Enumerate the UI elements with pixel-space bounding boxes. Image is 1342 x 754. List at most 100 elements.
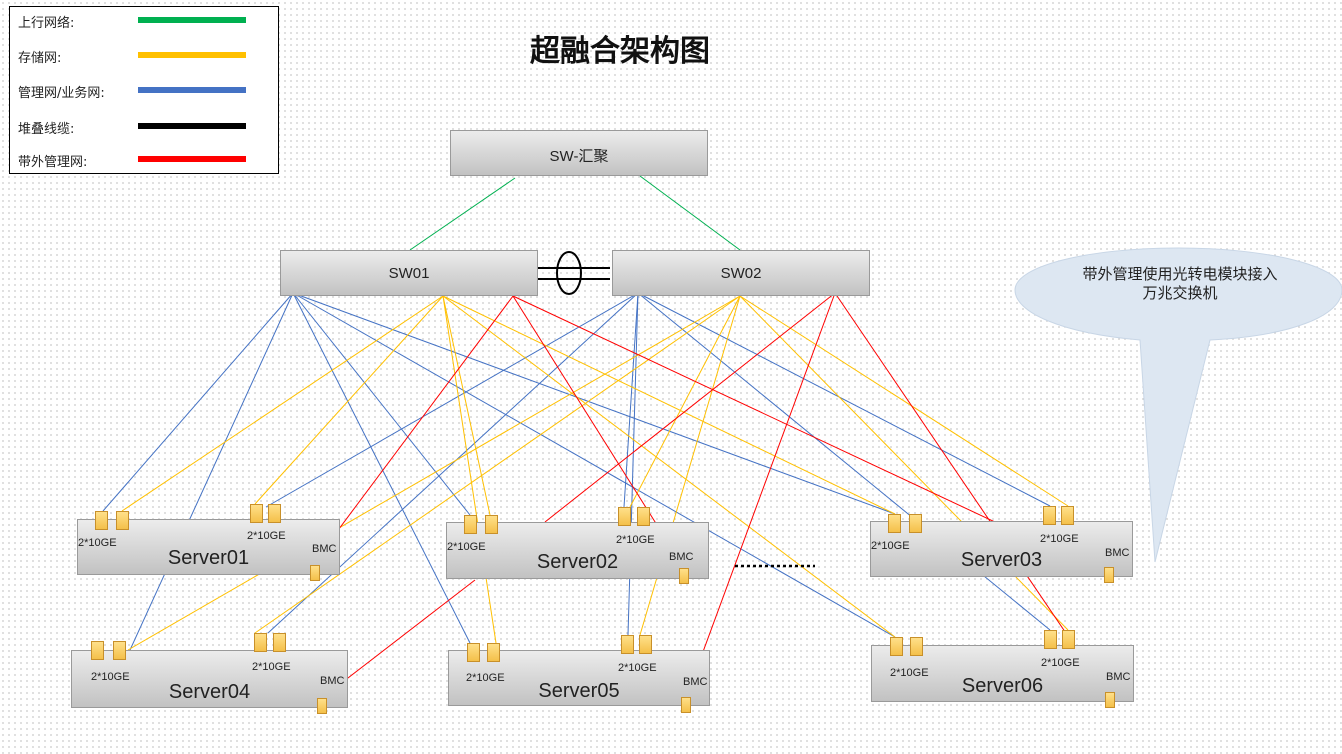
- legend-swatch: [138, 17, 246, 23]
- bmc-port: [1104, 567, 1114, 583]
- management-link: [267, 292, 639, 634]
- oob-link: [544, 292, 836, 523]
- legend-swatch: [138, 52, 246, 58]
- storage-link: [442, 295, 896, 638]
- nic-label: 2*10GE: [618, 662, 657, 674]
- nic-port: [116, 511, 129, 530]
- switch-label: SW-汇聚: [549, 148, 609, 165]
- server-label: Server01: [167, 547, 250, 569]
- nic-port: [250, 504, 263, 523]
- bmc-port: [681, 697, 691, 713]
- storage-link: [629, 295, 741, 508]
- bmc-label: BMC: [1106, 671, 1131, 683]
- nic-port: [621, 635, 634, 654]
- storage-link: [121, 295, 444, 512]
- nic-port: [618, 507, 631, 526]
- legend-label: 存储网:: [18, 51, 62, 66]
- stack-cable: [538, 251, 610, 295]
- nic-port: [467, 643, 480, 662]
- nic-port: [273, 633, 286, 652]
- network-links: [102, 175, 1111, 699]
- legend-label: 带外管理网:: [18, 155, 88, 170]
- uplink-link: [639, 175, 741, 251]
- management-link: [292, 292, 896, 515]
- callout-bubble: [1014, 247, 1342, 563]
- storage-link: [639, 295, 741, 636]
- nic-label: 2*10GE: [252, 661, 291, 673]
- nic-label: 2*10GE: [871, 540, 910, 552]
- storage-link: [254, 295, 444, 505]
- legend-label: 上行网络:: [18, 16, 75, 31]
- storage-link: [442, 295, 896, 515]
- storage-link: [739, 295, 1069, 507]
- bmc-port: [317, 698, 327, 714]
- storage-link: [442, 295, 491, 516]
- diagram-title: 超融合架构图: [530, 34, 710, 69]
- server-label: Server05: [538, 680, 620, 702]
- legend-item-management: 管理网/业务网:: [18, 81, 273, 101]
- management-link: [627, 292, 639, 636]
- oob-link: [311, 295, 514, 566]
- legend-label: 管理网/业务网:: [18, 86, 105, 101]
- nic-port: [639, 635, 652, 654]
- bmc-label: BMC: [320, 675, 345, 687]
- management-link: [637, 292, 1051, 631]
- nic-label: 2*10GE: [1040, 533, 1079, 545]
- nic-label: 2*10GE: [1041, 657, 1080, 669]
- oob-link: [685, 292, 836, 699]
- nic-port: [254, 633, 267, 652]
- nic-label: 2*10GE: [890, 667, 929, 679]
- nic-port: [113, 641, 126, 660]
- uplink-link: [409, 177, 516, 251]
- nic-label: 2*10GE: [247, 530, 286, 542]
- nic-port: [1043, 506, 1056, 525]
- server-label: Server04: [168, 681, 251, 703]
- legend-swatch: [138, 123, 246, 129]
- legend-item-uplink: 上行网络:: [18, 11, 273, 31]
- management-link: [265, 292, 639, 508]
- nic-port: [91, 641, 104, 660]
- management-link: [292, 292, 471, 644]
- callout-line: 万兆交换机: [1142, 284, 1218, 302]
- bmc-label: BMC: [1105, 547, 1130, 559]
- server-label: Server02: [536, 551, 619, 573]
- legend-item-oob: 带外管理网:: [18, 150, 273, 170]
- management-link: [129, 292, 294, 651]
- nic-port: [637, 507, 650, 526]
- nic-label: 2*10GE: [91, 671, 130, 683]
- nic-port: [909, 514, 922, 533]
- nic-port: [888, 514, 901, 533]
- nic-port: [1061, 506, 1074, 525]
- switch-label: SW02: [720, 265, 762, 282]
- switch-sw01: SW01: [280, 250, 538, 296]
- nic-port: [910, 637, 923, 656]
- bmc-label: BMC: [669, 551, 694, 563]
- nic-port: [1044, 630, 1057, 649]
- bmc-label: BMC: [683, 676, 708, 688]
- bmc-port: [1105, 692, 1115, 708]
- legend-label: 堆叠线缆:: [18, 122, 75, 137]
- storage-link: [254, 295, 741, 634]
- bmc-port: [310, 565, 320, 581]
- legend: 上行网络: 存储网: 管理网/业务网: 堆叠线缆: 带外管理网:: [9, 6, 279, 174]
- nic-port: [487, 643, 500, 662]
- management-link: [292, 292, 896, 638]
- nic-port: [268, 504, 281, 523]
- storage-link: [442, 295, 497, 644]
- legend-swatch: [138, 87, 246, 93]
- aggregation-switch: SW-汇聚: [450, 130, 708, 176]
- nic-port: [464, 515, 477, 534]
- server-label: Server06: [961, 675, 1044, 697]
- switch-sw02: SW02: [612, 250, 870, 296]
- management-link: [637, 292, 1051, 507]
- management-link: [102, 292, 294, 512]
- nic-port: [1062, 630, 1075, 649]
- management-link: [292, 292, 471, 516]
- server-label: Server03: [960, 549, 1043, 571]
- nic-port: [890, 637, 903, 656]
- bmc-port: [679, 568, 689, 584]
- nic-label: 2*10GE: [447, 541, 486, 553]
- callout-note: 带外管理使用光转电模块接入 万兆交换机: [1060, 265, 1300, 303]
- nic-port: [485, 515, 498, 534]
- callout-line: 带外管理使用光转电模块接入: [1082, 265, 1278, 283]
